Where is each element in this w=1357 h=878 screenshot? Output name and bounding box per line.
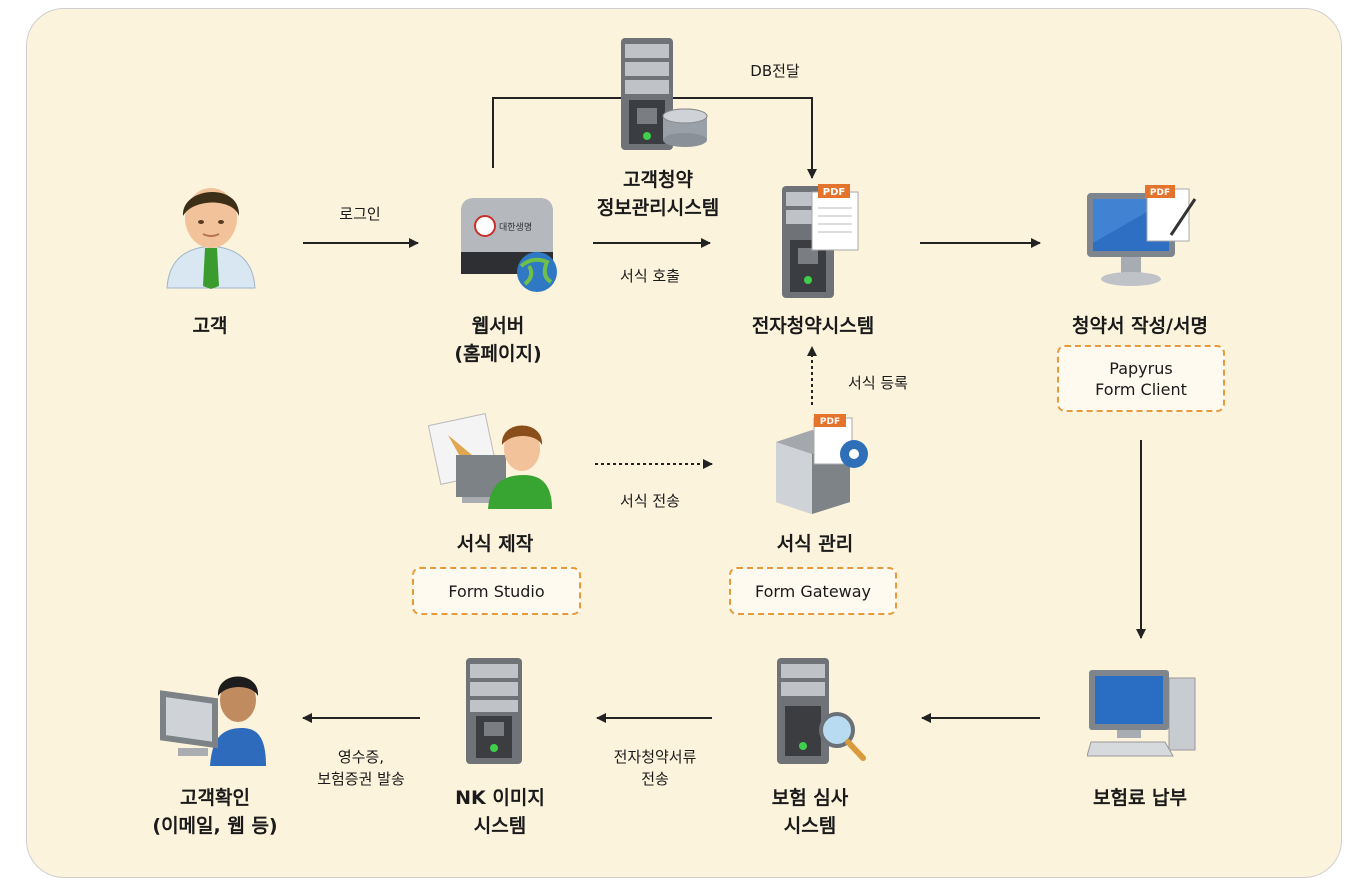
node-e-system: 전자청약시스템 (751, 315, 875, 337)
pdf-server-icon: PDF (782, 184, 859, 298)
pdf-badge-text: PDF (820, 417, 840, 427)
form-gateway-icon: PDF (776, 414, 868, 514)
edge-call: 서식 호출 (620, 267, 680, 285)
pdf-badge-text: PDF (823, 187, 845, 198)
edge-login: 로그인 (339, 205, 381, 223)
node-nk: NK 이미지 시스템 (455, 787, 545, 837)
database-server-icon (621, 38, 708, 150)
tag-papyrus: Papyrus Form Client (1057, 345, 1225, 412)
edge-db-send: DB전달 (750, 62, 800, 80)
tag-form-gateway: Form Gateway (729, 567, 897, 615)
image-server-icon (466, 658, 522, 764)
monitor-pdf-icon: PDF (1087, 185, 1197, 286)
node-confirm: 고객확인 (이메일, 웹 등) (152, 787, 278, 837)
pdf-badge-text: PDF (1150, 188, 1170, 198)
desktop-computer-icon (1087, 670, 1196, 757)
edge-docs: 전자청약서류 전송 (613, 748, 697, 788)
node-db-system: 고객청약 정보관리시스템 (596, 169, 720, 219)
node-sign: 청약서 작성/서명 (1072, 315, 1208, 337)
node-review: 보험 심사 시스템 (771, 787, 849, 837)
node-payment: 보험료 납부 (1092, 787, 1187, 809)
webserver-icon: 대한생명 (461, 198, 557, 292)
user-at-computer-icon (160, 676, 266, 766)
tag-form-studio: Form Studio (412, 567, 581, 615)
edge-receipt: 영수증, 보험증권 발송 (317, 748, 405, 788)
insurer-logo-text: 대한생명 (499, 222, 532, 233)
edge-register: 서식 등록 (848, 374, 908, 392)
edge-transfer: 서식 전송 (620, 492, 680, 510)
node-form-manage: 서식 관리 (776, 533, 854, 555)
search-server-icon (777, 658, 866, 764)
node-webserver: 웹서버 (홈페이지) (454, 315, 542, 365)
designer-person-icon (428, 413, 552, 509)
node-form-make: 서식 제작 (456, 533, 534, 555)
customer-person-icon (166, 188, 256, 289)
node-customer: 고객 (192, 315, 228, 337)
